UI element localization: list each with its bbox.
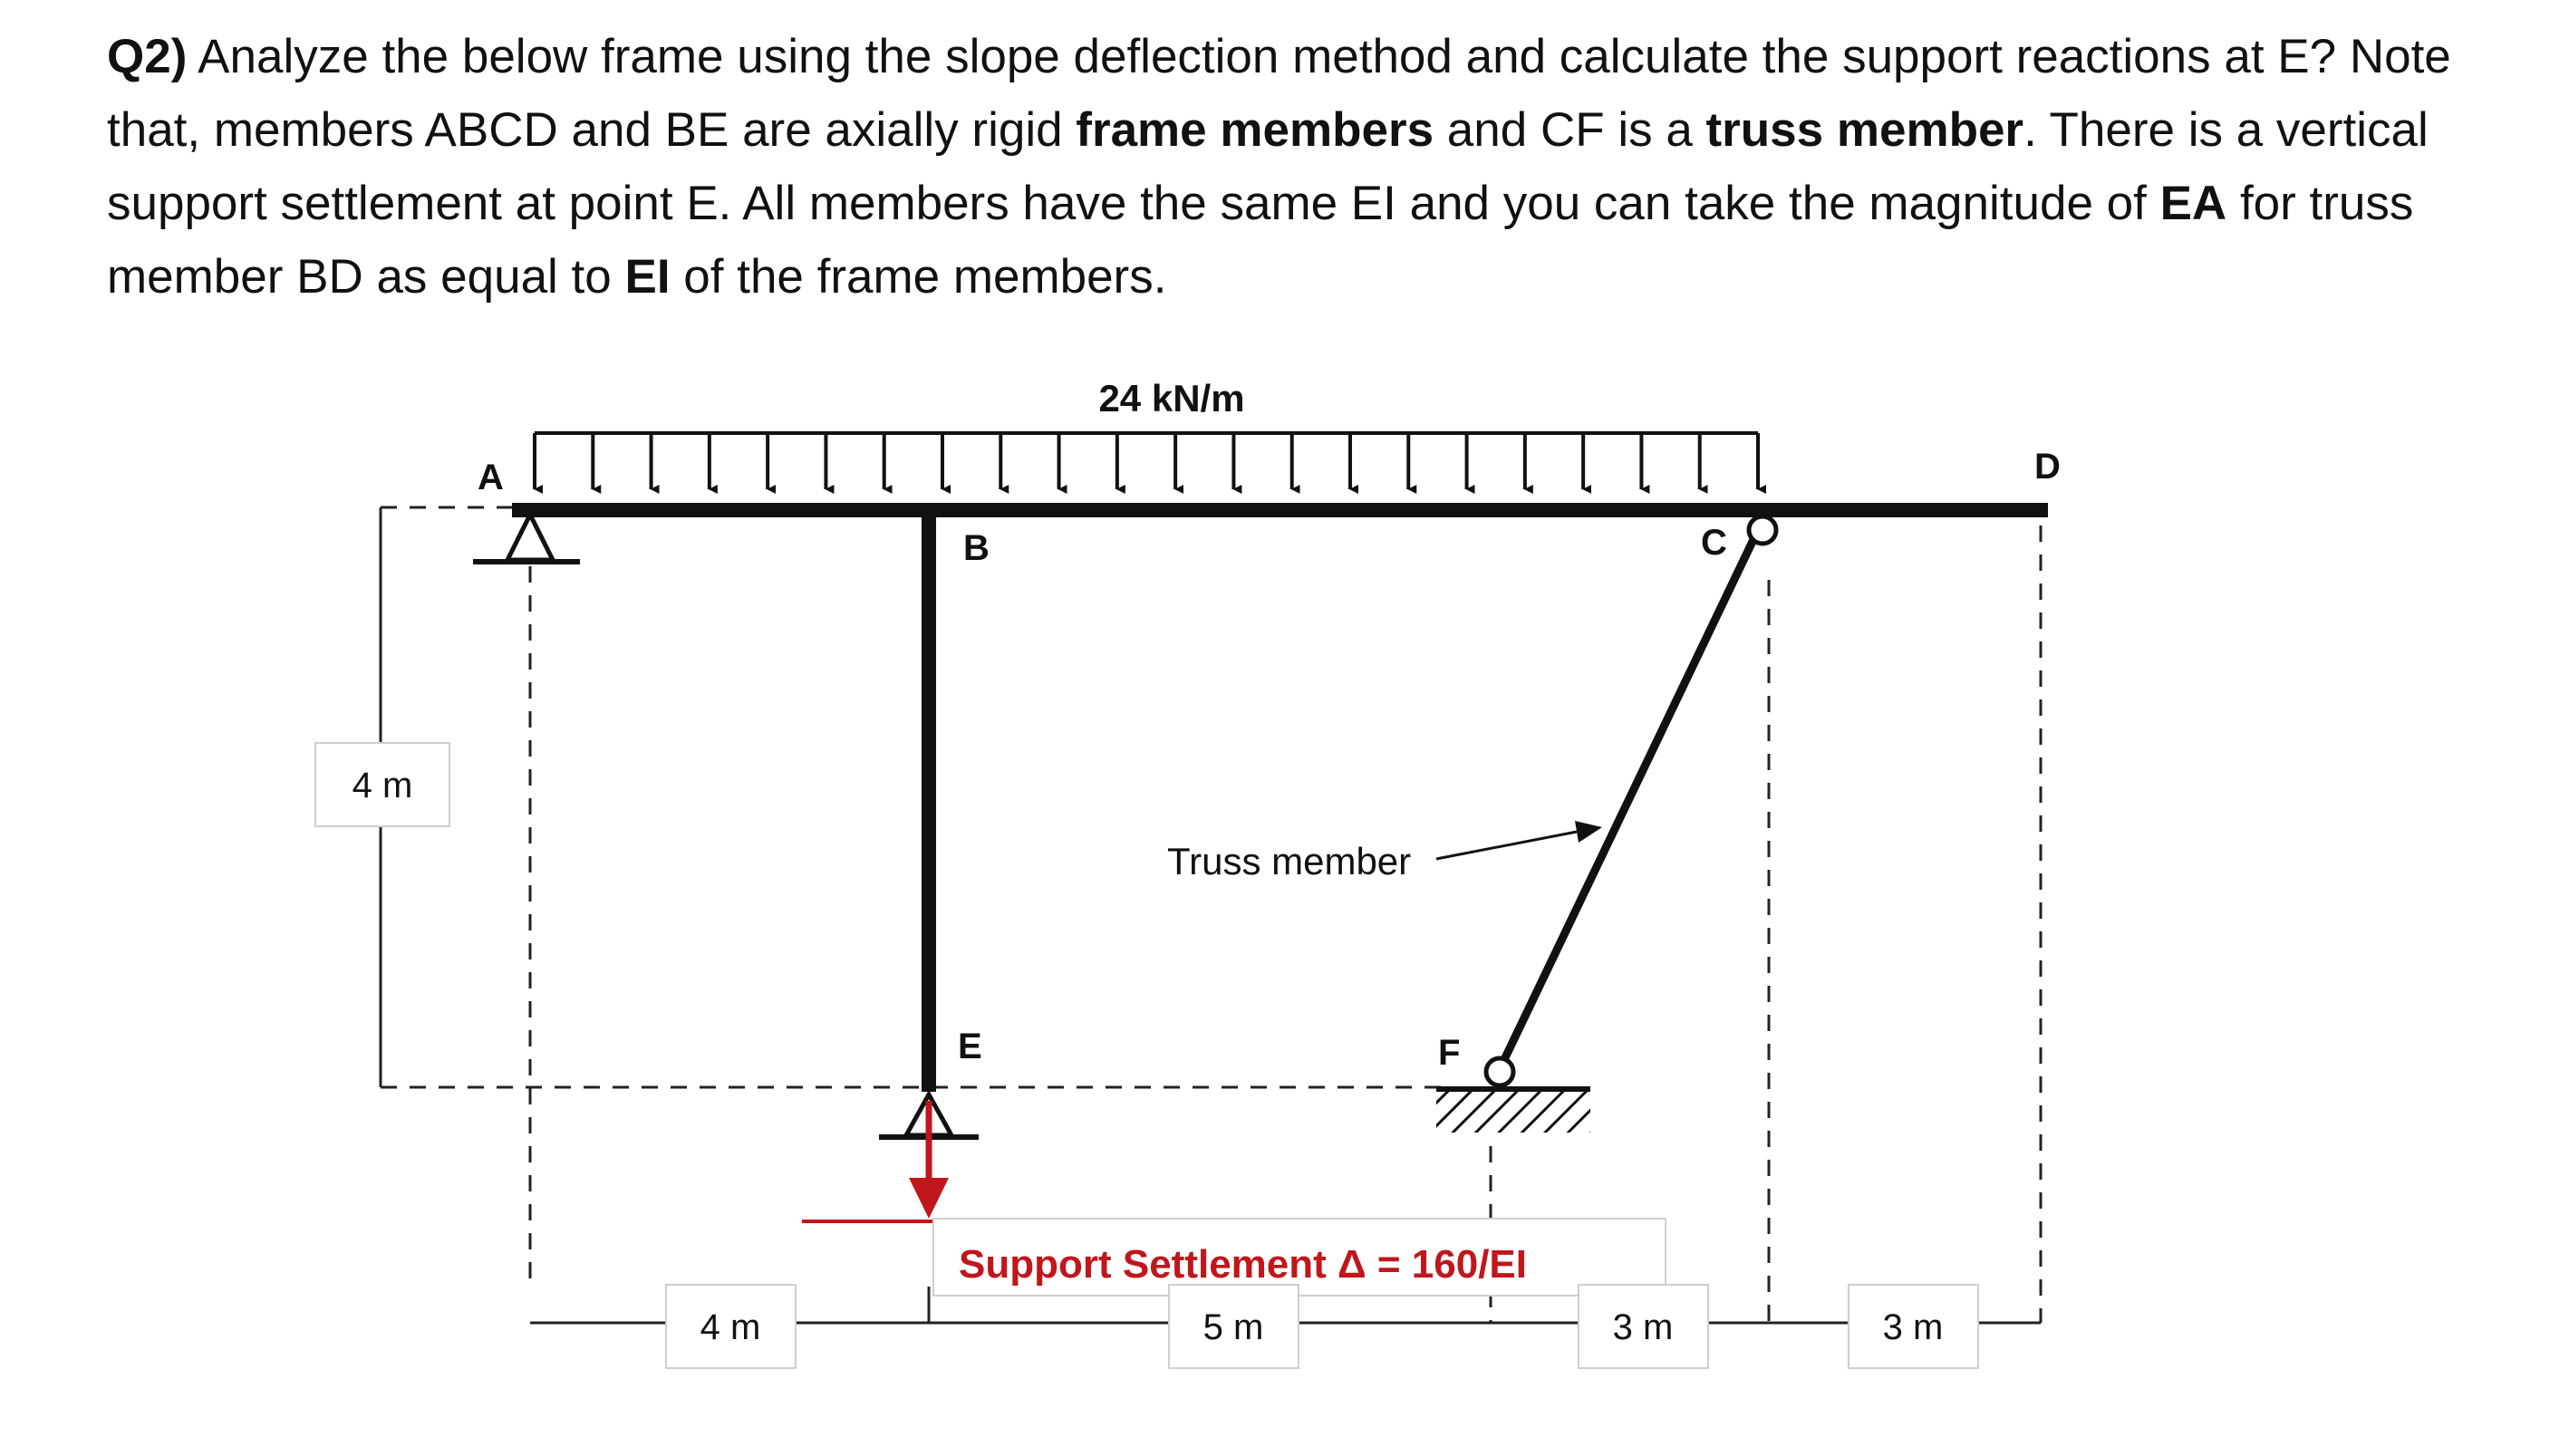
dashed-reference-lines [381,506,2043,1323]
question-seg5: of the frame members. [670,250,1167,304]
question-seg2: and CF is a [1434,103,1706,157]
question-seg4: for truss member BD as equal to [107,177,2414,304]
span-label-2: 5 m [1203,1307,1264,1347]
span-dimension-labels: 4 m 5 m 3 m 3 m [665,1284,1979,1369]
question-number: Q2) [107,30,188,83]
span-label-3: 3 m [1613,1307,1674,1347]
truss-member-label: Truss member [1167,840,1411,882]
point-label-c: C [1701,523,1727,563]
distributed-load [533,431,1766,494]
span-label-4: 3 m [1883,1307,1944,1347]
hinge-c [1746,514,1779,546]
question-seg1: Analyze the below frame using the slope … [107,30,2451,157]
point-label-f: F [1438,1033,1460,1073]
point-label-b: B [963,528,990,568]
truss-pointer-arrowhead [1575,821,1602,843]
pin-support-a [473,509,580,564]
span-label-1: 4 m [700,1307,761,1347]
question-text: Q2) Analyze the below frame using the sl… [107,20,2499,313]
question-seg3: . There is a vertical support settlement… [107,103,2429,230]
member-cf [1495,528,1763,1071]
emphasis-frame-members: frame members [1076,103,1434,157]
emphasis-ea: EA [2159,177,2227,230]
truss-pointer-line [1435,830,1578,861]
emphasis-ei: EI [624,250,671,304]
point-label-d: D [2034,447,2061,487]
point-label-a: A [478,458,504,497]
emphasis-truss-member: truss member [1705,103,2024,157]
height-dim-label: 4 m [353,766,413,805]
settlement-label: Support Settlement Δ = 160/EI [959,1242,1527,1287]
point-label-e: E [958,1027,982,1066]
load-label: 24 kN/m [1098,377,1244,419]
pin-support-f [1436,1056,1590,1133]
